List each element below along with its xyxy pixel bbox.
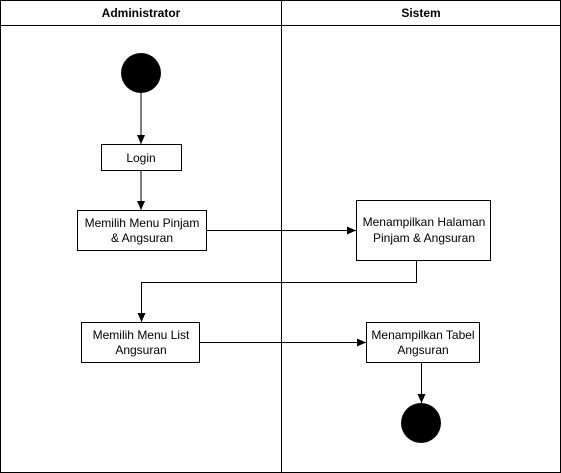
activity-login: Login [101,144,182,171]
activity-menampilkan-halaman-line2: Pinjam & Angsuran [373,231,475,245]
lane-title-administrator: Administrator [102,6,181,20]
activity-login-label: Login [126,151,155,165]
activity-menampilkan-tabel-line2: Angsuran [397,343,448,357]
activity-memilih-menu-list-line2: Angsuran [115,343,166,357]
activity-menampilkan-halaman: Menampilkan Halaman Pinjam & Angsuran [356,200,491,261]
activity-memilih-menu-pinjam: Memilih Menu Pinjam & Angsuran [77,210,207,251]
activity-memilih-menu-list-line1: Memilih Menu List [93,328,190,342]
activity-memilih-menu-pinjam-line2: & Angsuran [111,231,173,245]
activity-memilih-menu-pinjam-line1: Memilih Menu Pinjam [85,216,200,230]
activity-menampilkan-tabel-line1: Menampilkan Tabel [371,328,474,342]
activity-menampilkan-halaman-line1: Menampilkan Halaman [363,215,486,229]
lane-title-sistem: Sistem [401,6,440,20]
activity-memilih-menu-list: Memilih Menu List Angsuran [81,322,200,363]
activity-menampilkan-tabel: Menampilkan Tabel Angsuran [366,322,480,363]
start-node [121,53,161,93]
edge-halaman-to-memilih-list [137,261,417,322]
end-node [401,403,441,443]
flow-edges [137,93,426,403]
